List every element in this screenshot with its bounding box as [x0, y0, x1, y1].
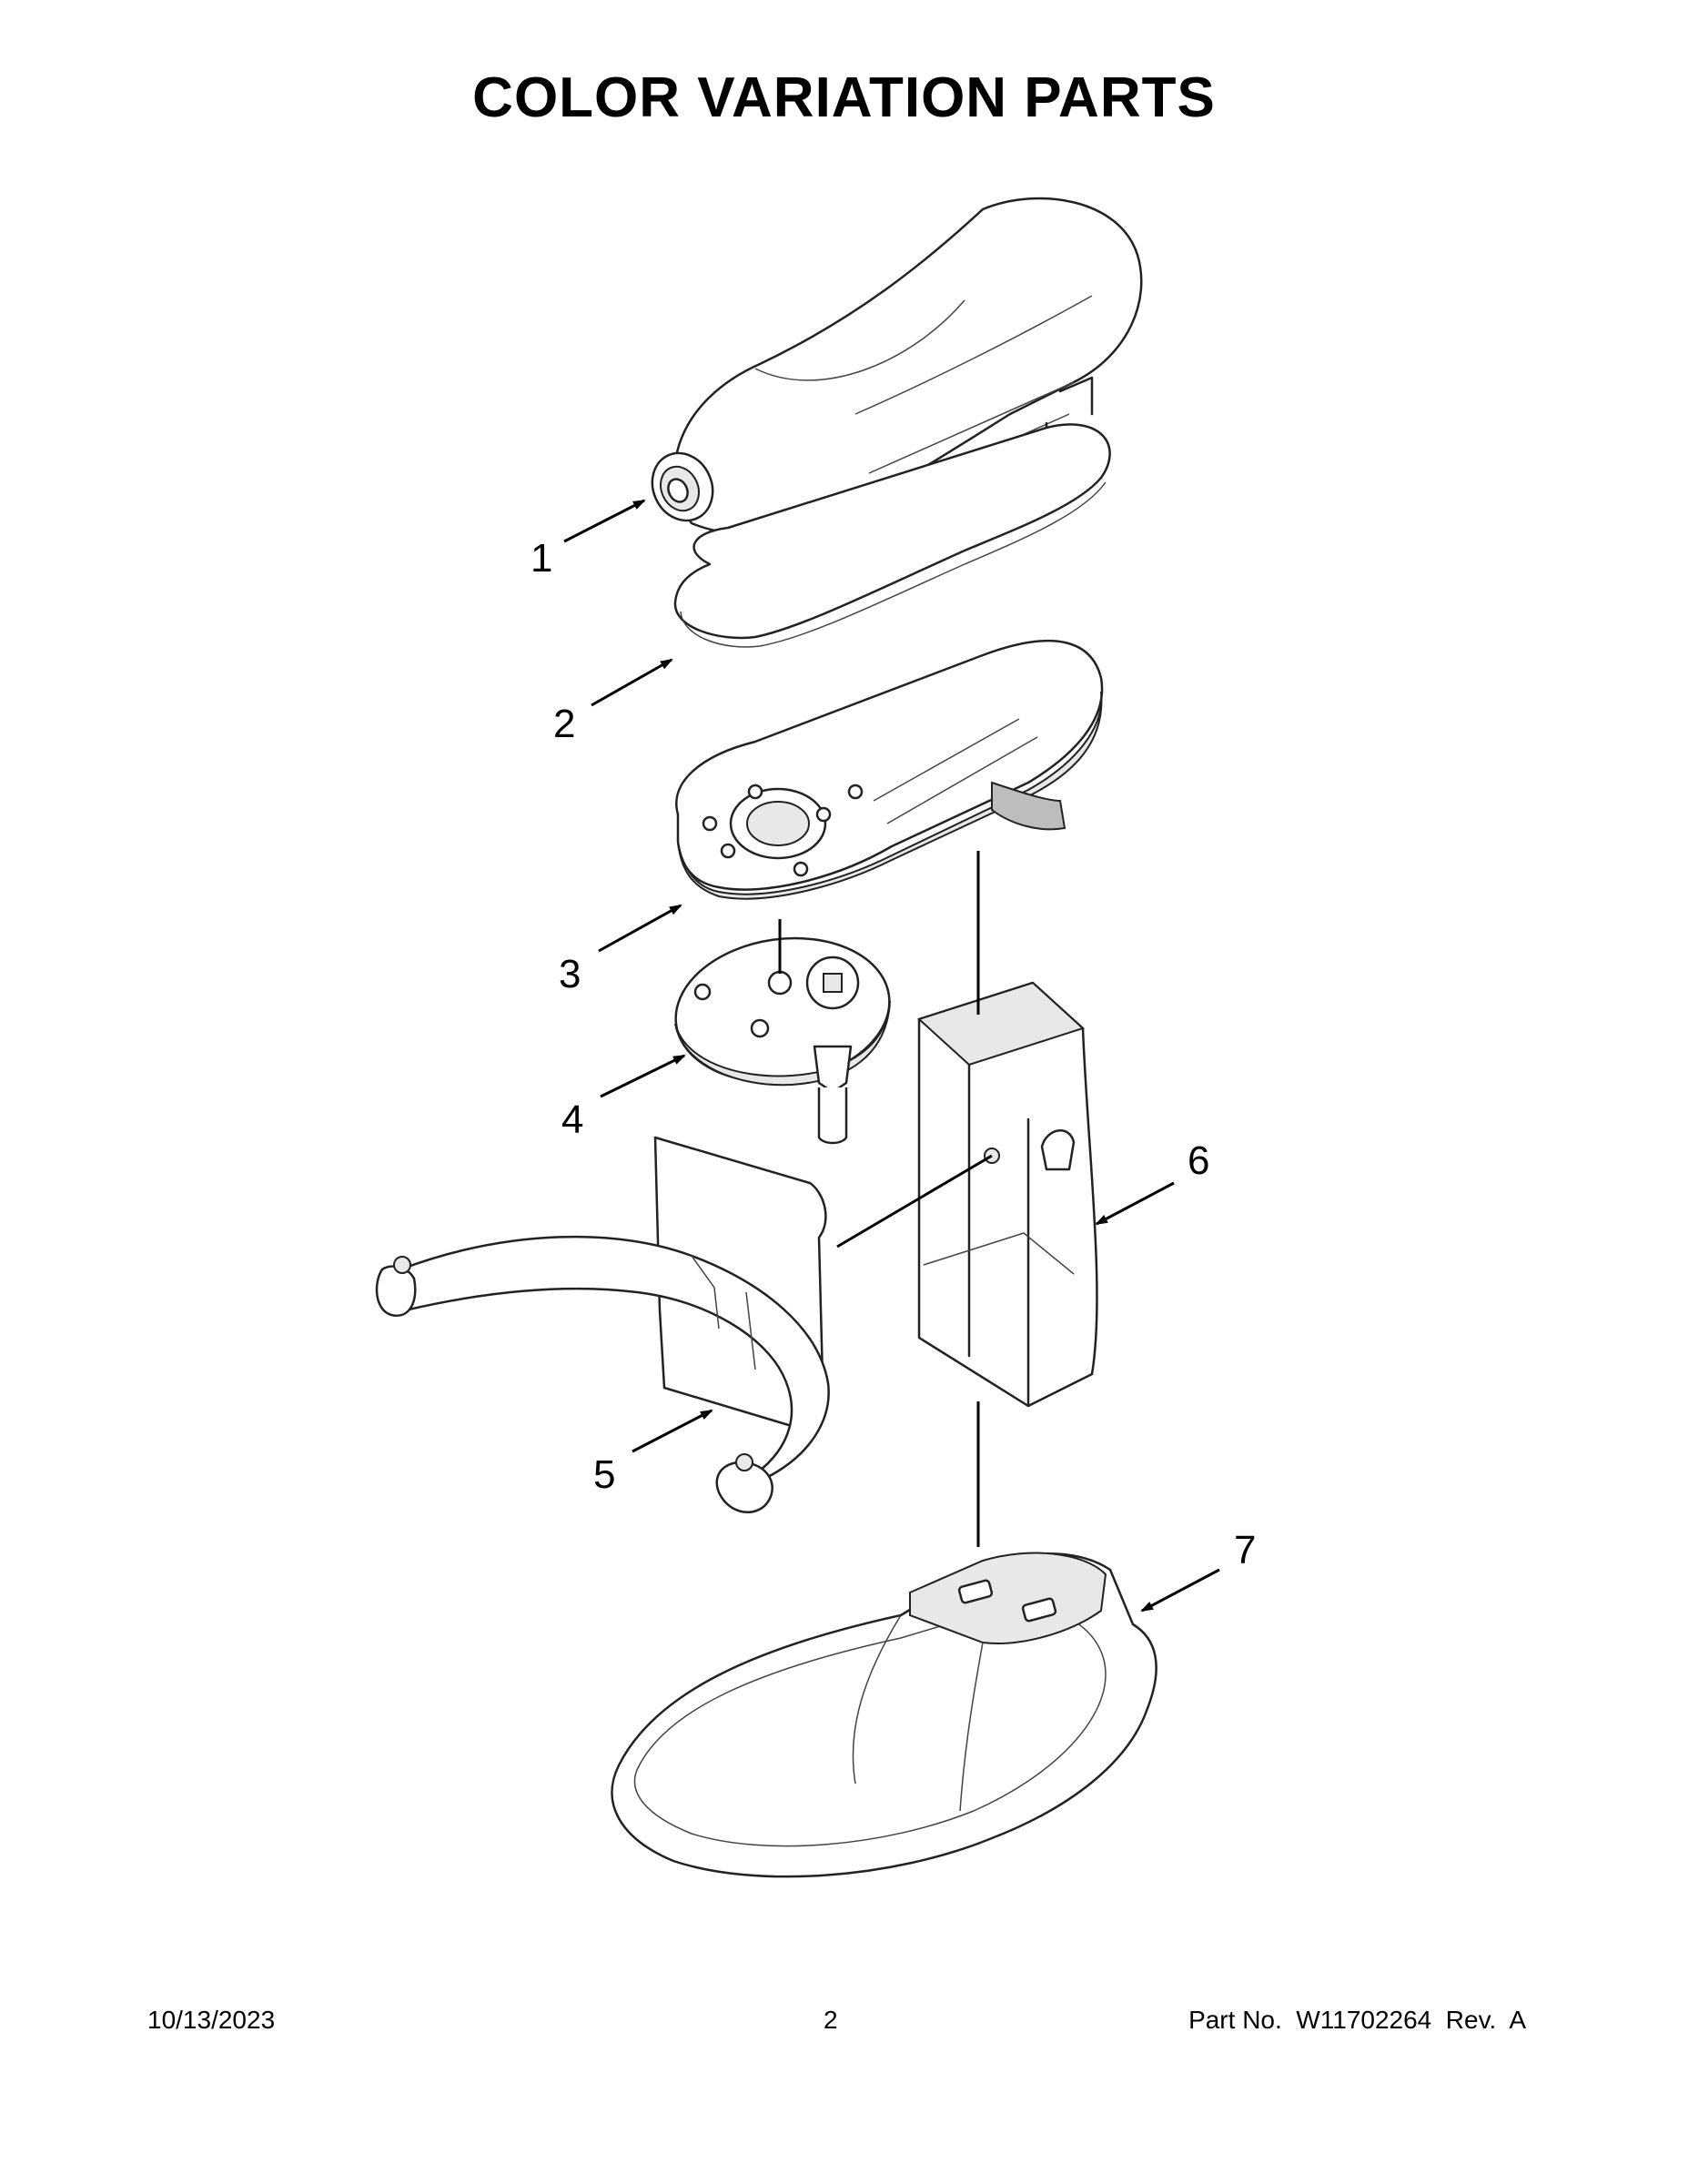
part-3-gear-housing — [675, 639, 1104, 900]
part-6-column — [836, 851, 1098, 1547]
callout-7: 7 — [1234, 1528, 1256, 1572]
footer-page-number: 2 — [824, 2006, 838, 2034]
page-title: COLOR VARIATION PARTS — [472, 66, 1216, 129]
part-5-bowl-arm — [375, 1136, 830, 1514]
callout-leaders — [563, 499, 1220, 1613]
callout-2: 2 — [553, 702, 575, 746]
part-2-trim-band — [673, 423, 1111, 648]
callout-6: 6 — [1188, 1138, 1209, 1183]
part-7-base — [611, 1552, 1157, 1878]
callout-1: 1 — [531, 536, 552, 581]
footer-date: 10/13/2023 — [147, 2006, 276, 2034]
callout-3: 3 — [559, 952, 581, 996]
callout-4: 4 — [561, 1097, 583, 1142]
part-4-gear-plate — [674, 919, 891, 1145]
part-1-motor-housing — [651, 197, 1143, 536]
callout-5: 5 — [593, 1452, 615, 1497]
footer-part-number: Part No. W11702264 Rev. A — [1188, 2006, 1526, 2034]
